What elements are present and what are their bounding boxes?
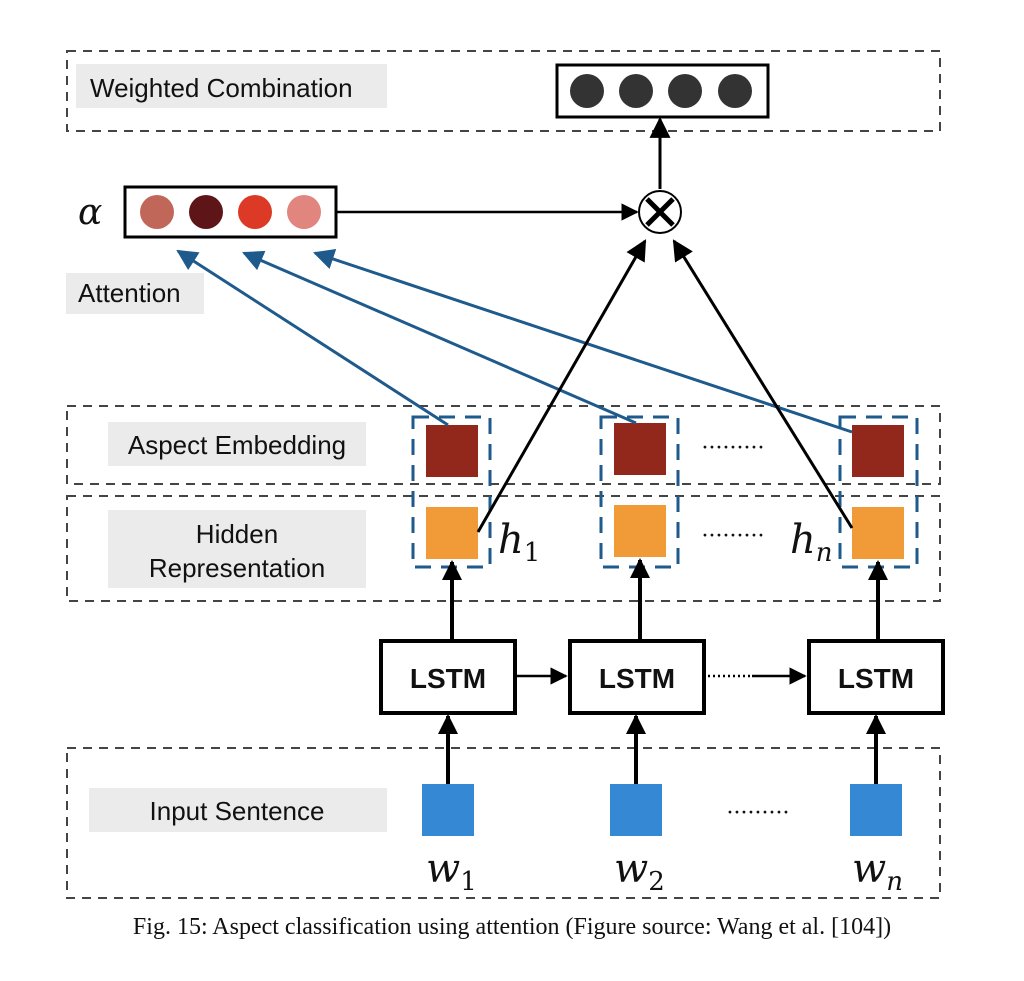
lstm-cell-2: LSTM bbox=[568, 639, 706, 715]
aspect-embedding-label: Aspect Embedding bbox=[128, 430, 346, 460]
aspect-embedding-layer: Aspect Embedding bbox=[66, 405, 941, 485]
lstm-cell-1: LSTM bbox=[379, 639, 517, 715]
alpha-symbol: α bbox=[78, 192, 102, 233]
input-word-1 bbox=[422, 784, 474, 836]
svg-text:LSTM: LSTM bbox=[410, 663, 486, 694]
attention-arrow-1 bbox=[176, 249, 449, 427]
svg-text:LSTM: LSTM bbox=[599, 663, 675, 694]
aspect-embedding-1 bbox=[426, 425, 478, 477]
output-unit bbox=[718, 74, 752, 108]
aspect-embedding-n bbox=[852, 425, 904, 477]
input-word-2 bbox=[610, 784, 662, 836]
hidden-ellipsis: ········· bbox=[702, 524, 765, 549]
figure-caption: Fig. 15: Aspect classification using att… bbox=[132, 914, 892, 940]
attention-label-bg bbox=[66, 273, 204, 314]
aspect-ellipsis: ········· bbox=[702, 436, 765, 461]
aspect-embedding-2 bbox=[614, 423, 666, 475]
output-unit bbox=[668, 74, 702, 108]
attention-weight bbox=[287, 195, 321, 229]
hn-to-product-arrow bbox=[672, 239, 854, 529]
attention-arrow-n bbox=[313, 249, 853, 434]
attention-weights-vector bbox=[123, 185, 338, 239]
weighted-combination-layer: Weighted Combination bbox=[66, 50, 941, 132]
hidden-label-h1: h1 bbox=[498, 517, 540, 568]
hidden-representation-label-line1: Hidden bbox=[196, 519, 278, 549]
multiply-operator bbox=[638, 190, 682, 234]
input-sentence-layer: Input Sentence bbox=[66, 747, 941, 899]
input-sentence-label: Input Sentence bbox=[150, 796, 325, 826]
input-ellipsis: ········· bbox=[727, 801, 790, 826]
input-word-n bbox=[850, 784, 902, 836]
output-unit bbox=[619, 74, 653, 108]
word-label-w2: w2 bbox=[614, 846, 665, 897]
word-label-wn: wn bbox=[852, 846, 903, 897]
output-vector bbox=[555, 63, 770, 119]
word-label-w1: w1 bbox=[426, 846, 477, 897]
hidden-state-n bbox=[852, 507, 904, 559]
weighted-combination-label-bg bbox=[76, 64, 387, 108]
weighted-combination-label: Weighted Combination bbox=[90, 73, 353, 103]
attention-weight bbox=[238, 195, 272, 229]
attention-arrow-2 bbox=[242, 250, 637, 425]
attention-weight bbox=[189, 195, 223, 229]
svg-text:LSTM: LSTM bbox=[838, 663, 914, 694]
lstm-cell-n: LSTM bbox=[807, 639, 945, 715]
hidden-representation-label-line2: Representation bbox=[149, 553, 325, 583]
h1-to-product-arrow bbox=[476, 239, 647, 533]
hidden-representation-layer: Hidden Representation bbox=[66, 495, 941, 602]
hidden-state-1 bbox=[426, 507, 478, 559]
hidden-state-2 bbox=[614, 505, 666, 557]
hidden-label-hn: hn bbox=[790, 517, 833, 568]
attention-weight bbox=[140, 195, 174, 229]
attention-label: Attention bbox=[78, 278, 181, 308]
output-unit bbox=[570, 74, 604, 108]
